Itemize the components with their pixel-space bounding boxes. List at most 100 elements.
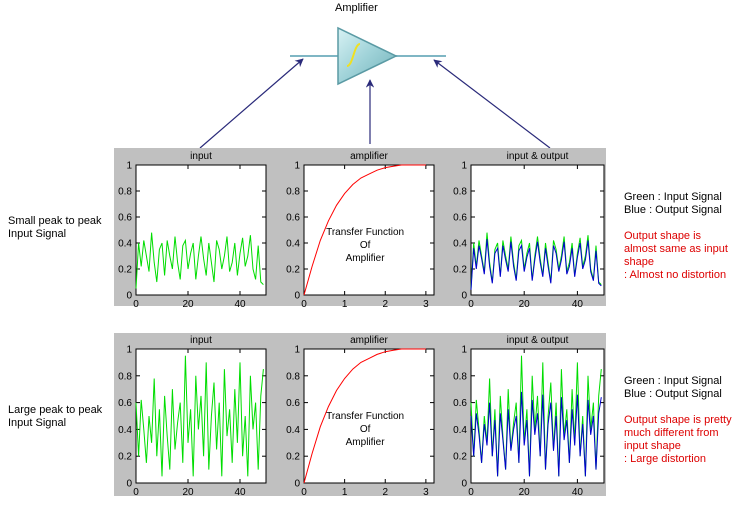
chart-annotation: Of (360, 424, 371, 435)
transfer-curve (303, 348, 426, 484)
y-tick-label: 0.2 (453, 265, 467, 276)
y-tick-label: 0.4 (453, 239, 467, 250)
chart-annotation: Amplifier (346, 253, 386, 264)
y-tick-label: 1 (461, 161, 467, 172)
row-2-legend: Green : Input Signal Blue : Output Signa… (624, 375, 722, 401)
note-line: Output shape is (624, 230, 702, 242)
y-tick-label: 0.8 (453, 371, 467, 382)
chart-title: input (190, 151, 212, 162)
chart-title: input & output (507, 335, 569, 346)
row-1-legend: Green : Input Signal Blue : Output Signa… (624, 191, 722, 217)
y-tick-label: 0.6 (453, 398, 467, 409)
row-2-label-line: Large peak to peak (8, 404, 103, 416)
x-tick-label: 0 (301, 487, 307, 498)
note-line: input shape (624, 440, 681, 452)
y-tick-label: 0.8 (453, 187, 467, 198)
x-tick-label: 1 (342, 487, 348, 498)
note-line: : Large distortion (624, 453, 706, 465)
y-tick-label: 0.4 (286, 239, 300, 250)
y-tick-label: 0.6 (286, 213, 300, 224)
chart-annotation: Of (360, 240, 371, 251)
y-tick-label: 0.4 (453, 425, 467, 436)
amplifier-title: Amplifier (335, 2, 378, 14)
amplifier-triangle-icon (337, 26, 398, 86)
x-tick-label: 0 (468, 299, 474, 310)
row-1-label-line: Small peak to peak (8, 215, 102, 227)
input-signal-line (135, 232, 264, 289)
y-tick-label: 0.6 (286, 398, 300, 409)
y-tick-label: 0.4 (286, 425, 300, 436)
note-line: much different from (624, 427, 719, 439)
sigmoid-icon (346, 43, 361, 67)
x-tick-label: 0 (301, 299, 307, 310)
row-2-label-line: Input Signal (8, 417, 67, 429)
x-tick-label: 20 (182, 299, 194, 310)
y-tick-label: 0.2 (118, 265, 132, 276)
x-tick-label: 20 (519, 487, 531, 498)
y-tick-label: 0.8 (286, 371, 300, 382)
y-tick-label: 0 (126, 291, 132, 302)
x-tick-label: 40 (572, 487, 584, 498)
row-1-note: Output shape is almost same as input sha… (624, 230, 728, 282)
row-1-label-line: Input Signal (8, 228, 67, 240)
note-line: Output shape is pretty (624, 414, 732, 426)
note-line: almost same as input (624, 243, 728, 255)
y-tick-label: 0 (461, 291, 467, 302)
y-tick-label: 1 (126, 161, 132, 172)
y-tick-label: 0.2 (118, 452, 132, 463)
row-2-label: Large peak to peak Input Signal (8, 404, 102, 430)
x-tick-label: 40 (572, 299, 584, 310)
y-tick-label: 0.6 (118, 398, 132, 409)
x-tick-label: 40 (234, 299, 246, 310)
x-tick-label: 2 (382, 299, 388, 310)
x-tick-label: 1 (342, 299, 348, 310)
plot-area (135, 348, 267, 484)
y-tick-label: 0.8 (286, 187, 300, 198)
chart-title: input (190, 335, 212, 346)
y-tick-label: 0.4 (118, 425, 132, 436)
plot-area (470, 348, 605, 484)
y-tick-label: 0.6 (453, 213, 467, 224)
y-tick-label: 0 (294, 479, 300, 490)
y-tick-label: 0.2 (286, 452, 300, 463)
chart-annotation: Transfer Function (326, 411, 404, 422)
legend-blue-output: Blue : Output Signal (624, 204, 722, 216)
y-tick-label: 0.6 (118, 213, 132, 224)
chart-title: amplifier (350, 335, 388, 346)
y-tick-label: 0 (294, 291, 300, 302)
y-tick-label: 1 (294, 161, 300, 172)
arrow-input (199, 58, 304, 149)
y-tick-label: 0.2 (453, 452, 467, 463)
x-tick-label: 0 (133, 299, 139, 310)
legend-blue-output: Blue : Output Signal (624, 388, 722, 400)
arrows (199, 58, 551, 149)
x-tick-label: 20 (519, 299, 531, 310)
x-tick-label: 3 (423, 299, 429, 310)
chart-3: input & output 0 0.2 0.4 0.6 0.8 1 0 20 40 (453, 151, 605, 310)
legend-green-input: Green : Input Signal (624, 375, 722, 387)
row-1-label: Small peak to peak Input Signal (8, 215, 102, 241)
chart-title: input & output (507, 151, 569, 162)
chart-annotation: Amplifier (346, 437, 386, 448)
chart-annotation: Transfer Function (326, 227, 404, 238)
amplifier-symbol (290, 26, 446, 86)
chart-title: amplifier (350, 151, 388, 162)
y-tick-label: 1 (461, 345, 467, 356)
x-tick-label: 2 (382, 487, 388, 498)
output-signal-line (470, 391, 602, 477)
x-tick-label: 3 (423, 487, 429, 498)
y-tick-label: 0 (126, 479, 132, 490)
y-tick-label: 0.4 (118, 239, 132, 250)
note-line: : Almost no distortion (624, 269, 727, 281)
transfer-curve (303, 164, 426, 296)
note-line: shape (624, 256, 654, 268)
x-tick-label: 0 (133, 487, 139, 498)
plot-area (303, 348, 435, 484)
x-tick-label: 20 (182, 487, 194, 498)
